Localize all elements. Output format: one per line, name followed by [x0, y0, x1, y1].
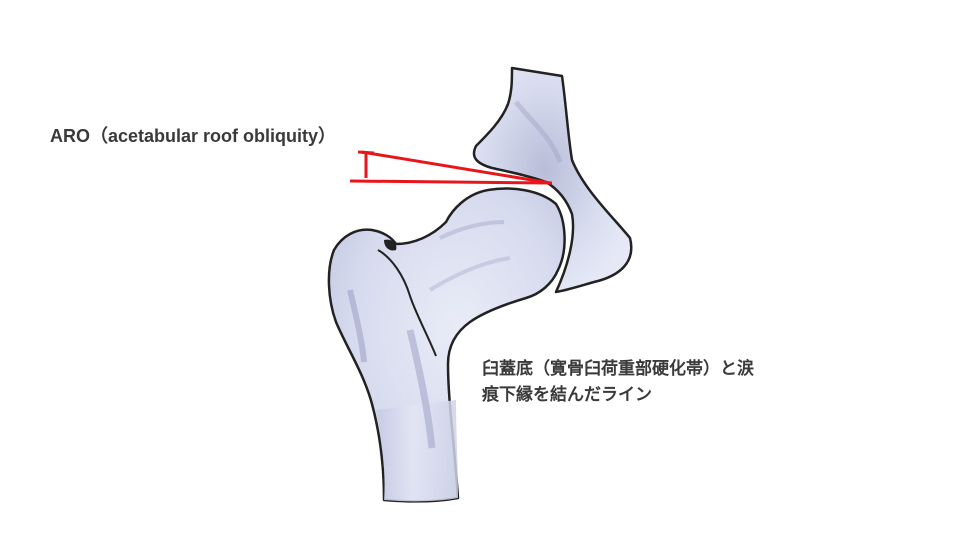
aro-label: ARO（acetabular roof obliquity）: [50, 126, 337, 146]
aro-horizontal-line: [349, 179, 553, 185]
femur-bone: [327, 187, 566, 503]
line-description-label: 臼蓋底（寛骨臼荷重部硬化帯）と涙 痕下縁を結んだライン: [482, 356, 862, 408]
line-description-line1: 臼蓋底（寛骨臼荷重部硬化帯）と涙: [482, 359, 754, 379]
aro-oblique-line: [361, 150, 551, 185]
line-description-line2: 痕下縁を結んだライン: [482, 385, 652, 405]
aro-angle-lines: [349, 150, 553, 185]
pelvis-bone: [472, 66, 633, 294]
